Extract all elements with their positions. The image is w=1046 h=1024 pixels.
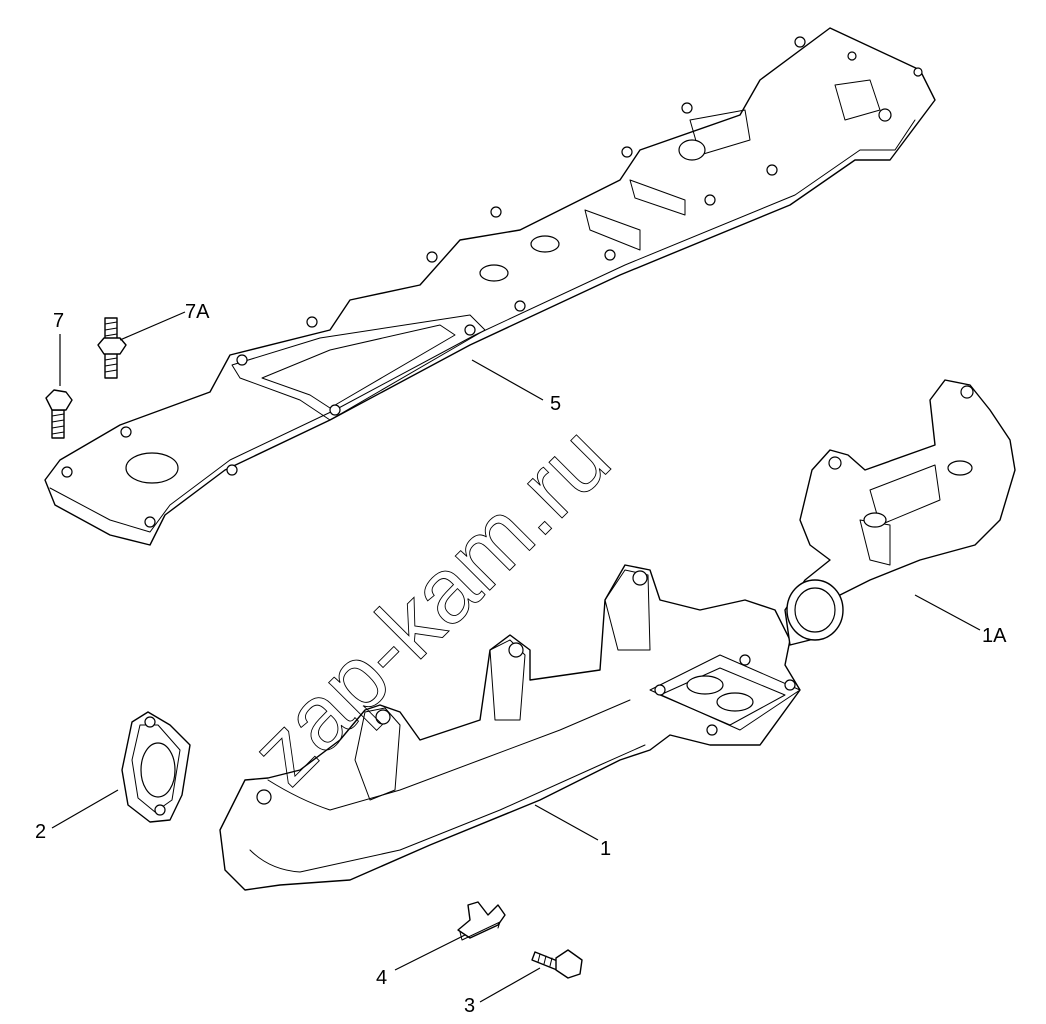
- exhaust-manifold-part-1a: [784, 379, 1016, 646]
- callout-3: 3: [464, 995, 475, 1017]
- callout-7: 7: [53, 310, 64, 332]
- leader-lines: [51, 311, 981, 1003]
- callout-7a: 7A: [185, 301, 210, 323]
- callout-2: 2: [35, 821, 46, 843]
- gasket-plate-part-5: [44, 27, 936, 546]
- lock-plate-part-4: [457, 901, 506, 941]
- callout-1: 1: [600, 838, 611, 860]
- bolt-part-3: [531, 949, 583, 979]
- bolt-part-7: [45, 389, 73, 439]
- callout-4: 4: [376, 967, 387, 989]
- callout-5: 5: [550, 393, 561, 415]
- exhaust-manifold-part-1: [219, 564, 801, 891]
- flange-gasket-part-2: [121, 711, 191, 823]
- stud-part-7a: [97, 317, 127, 379]
- callout-1a: 1A: [982, 625, 1007, 647]
